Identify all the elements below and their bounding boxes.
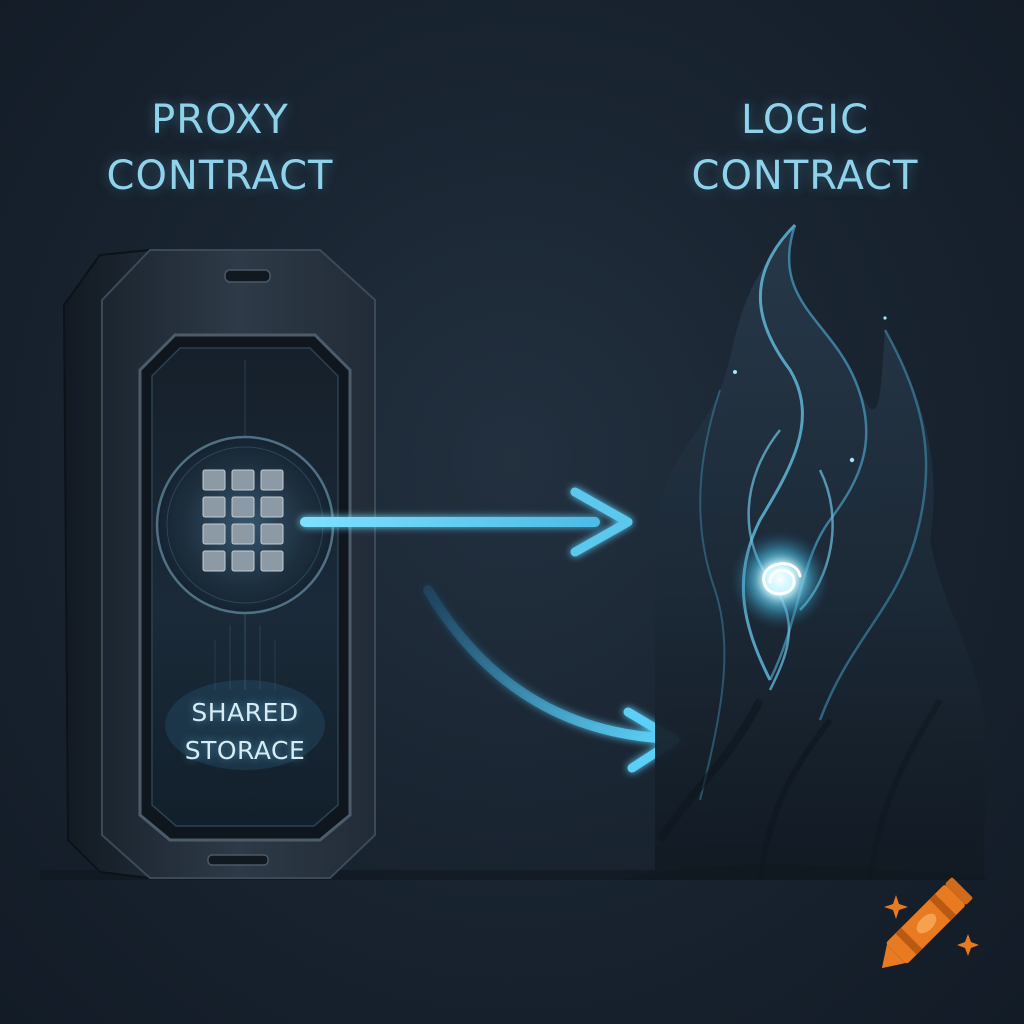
hardware-wallet-icon <box>62 248 376 880</box>
floor-shadow <box>40 870 960 880</box>
logic-title-line1: LOGIC <box>740 97 870 143</box>
keypad-grid-icon <box>202 469 284 572</box>
proxy-title-line1: PROXY <box>151 97 289 143</box>
crayon-icon <box>881 877 979 969</box>
flame-icon <box>620 223 990 881</box>
shared-storage-label: SHARED STORACE <box>160 694 330 770</box>
proxy-title-line2: CONTRACT <box>106 153 334 199</box>
proxy-contract-title: PROXY CONTRACT <box>70 92 370 204</box>
curved-arrow <box>423 585 680 773</box>
logic-title-line2: CONTRACT <box>691 153 919 199</box>
logic-contract-title: LOGIC CONTRACT <box>655 92 955 204</box>
storage-label-line2: STORACE <box>184 736 306 765</box>
straight-arrow <box>300 487 633 557</box>
storage-label-line1: SHARED <box>191 698 299 727</box>
